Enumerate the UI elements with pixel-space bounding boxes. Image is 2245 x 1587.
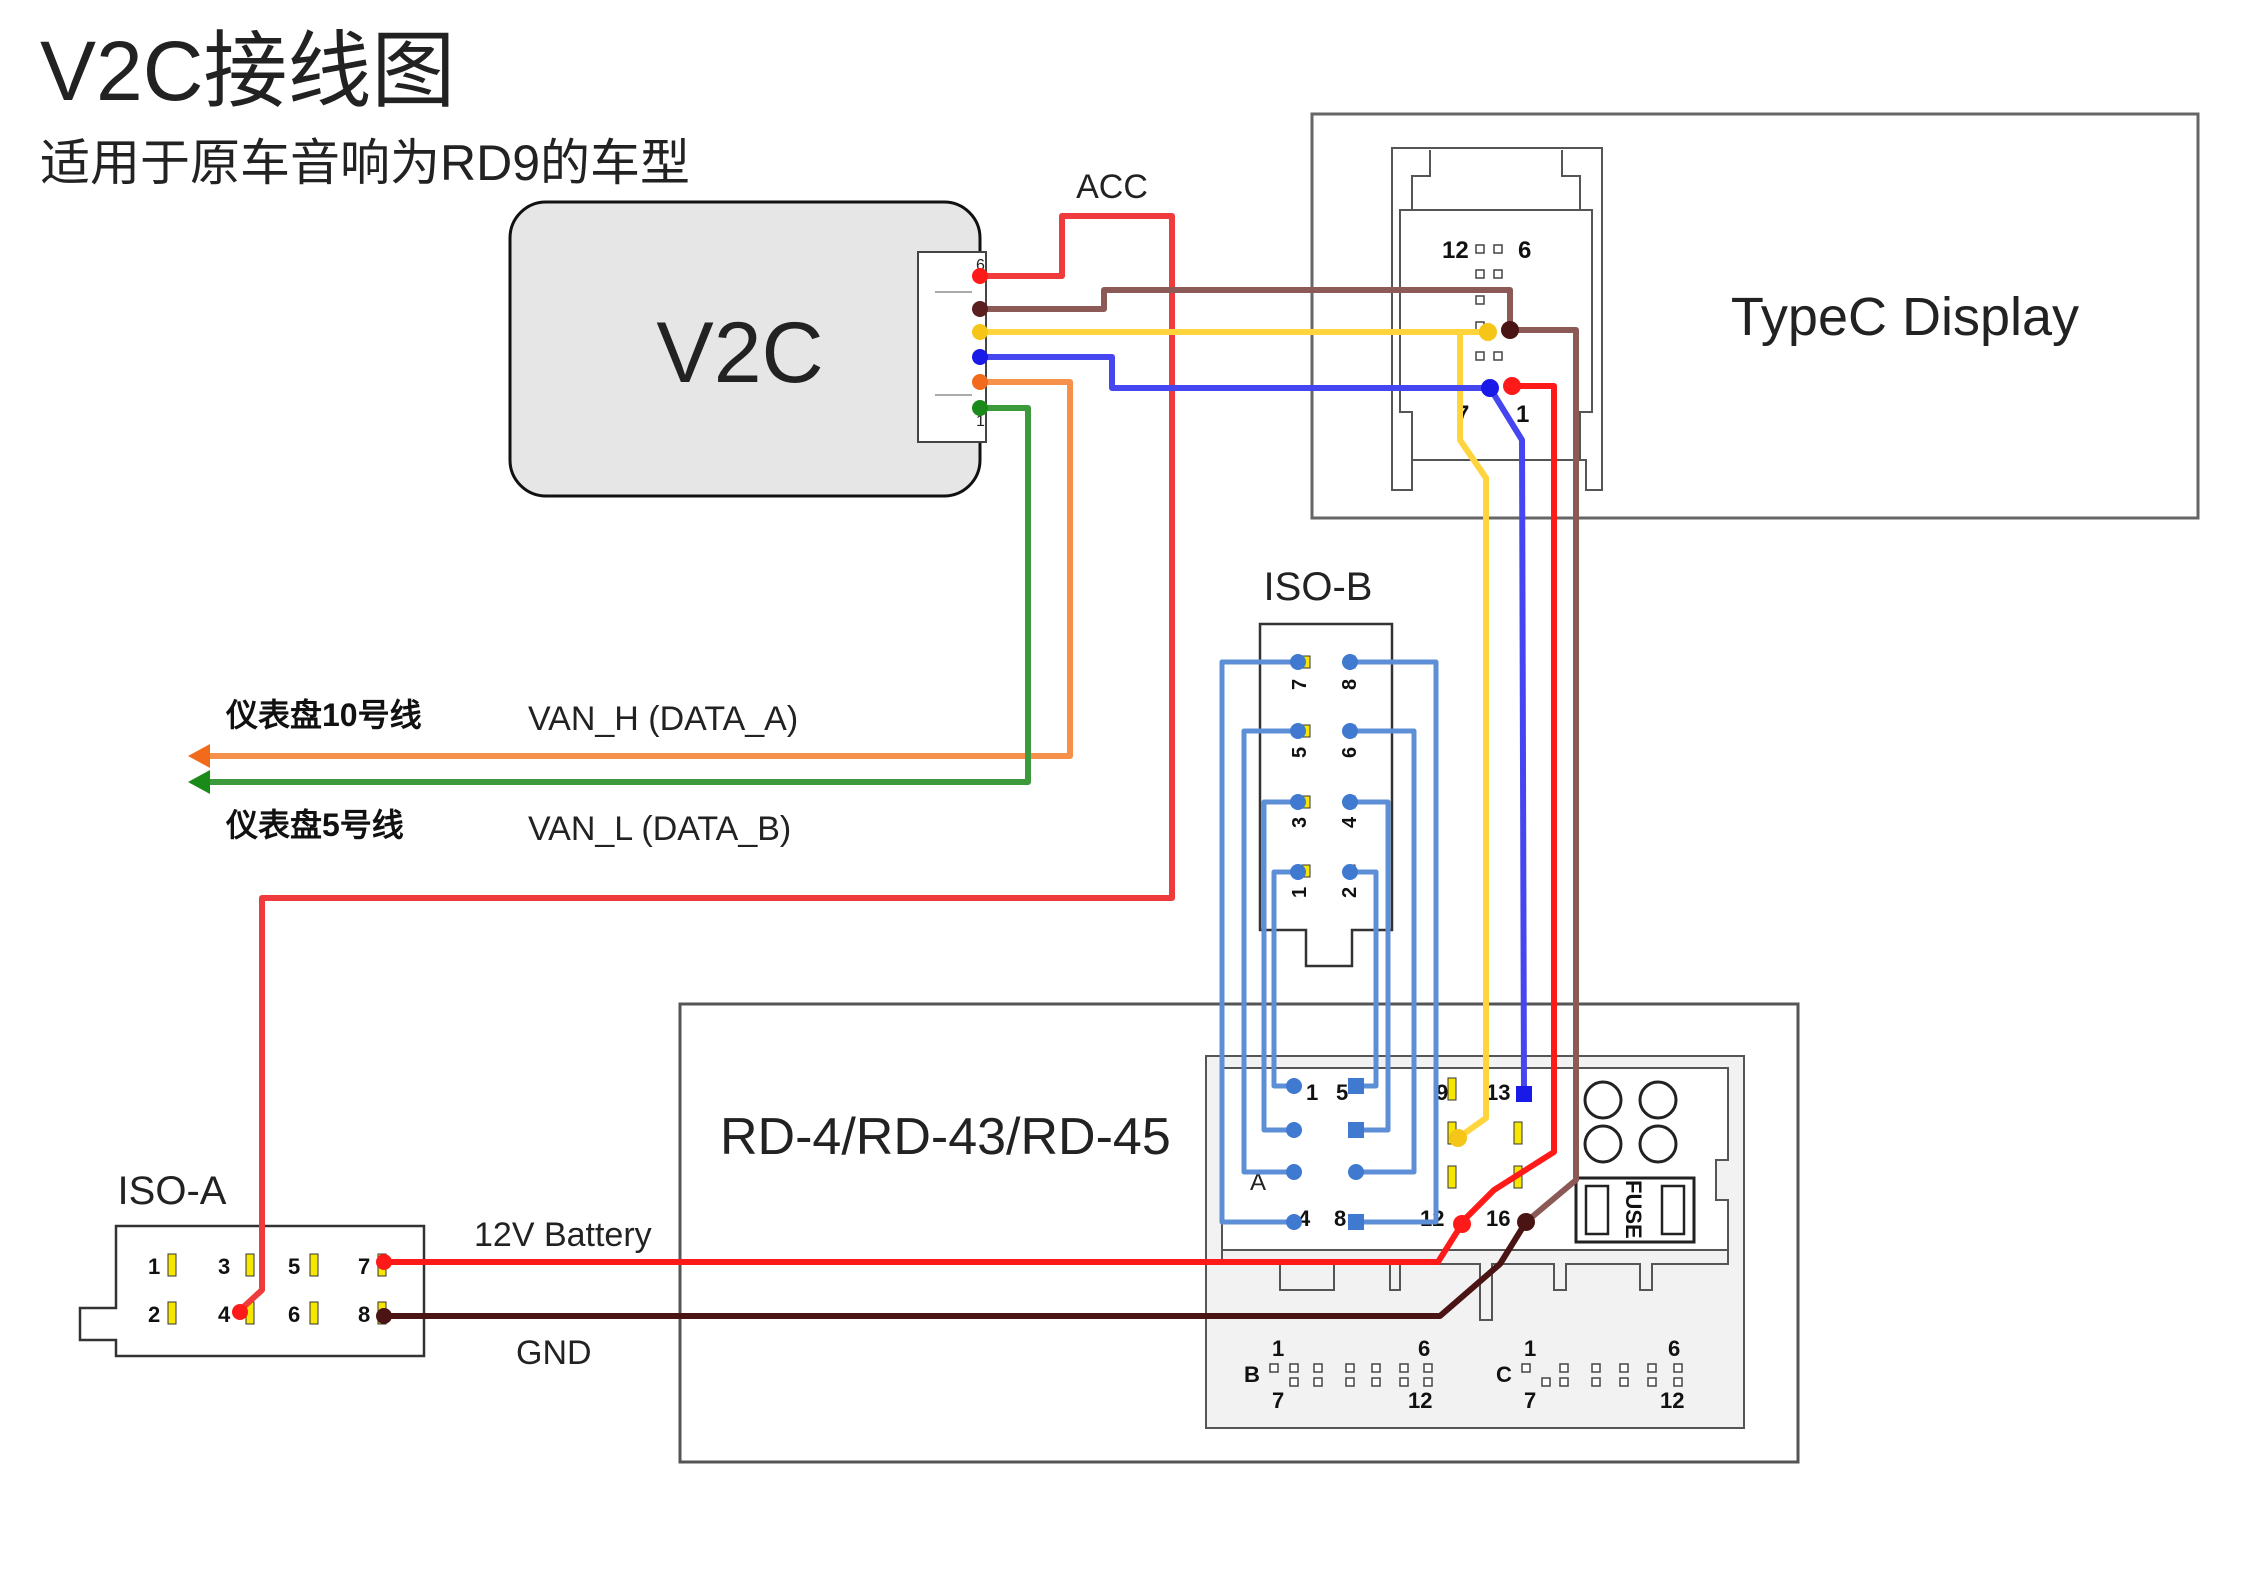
iso-b-connector: ISO-B 7 8 5 6 3 4 1 2 [1258,565,1394,968]
radio-b-label: B [1244,1362,1260,1387]
typec-pin12-label: 12 [1442,237,1469,264]
iso-a-pin5: 5 [288,1254,300,1279]
iso-a-pin7: 7 [358,1254,370,1279]
label-dash-5: 仪表盘5号线 [225,807,404,843]
radio-c-pin6: 6 [1668,1336,1680,1361]
radio-a-pin1: 1 [1306,1080,1318,1105]
iso-b-pin5: 5 [1289,747,1311,758]
iso-b-pin6: 6 [1339,747,1361,758]
wires [197,213,1579,1319]
label-van-l: VAN_L (DATA_B) [528,810,791,848]
radio-b-pin6: 6 [1418,1336,1430,1361]
v2c-label: V2C [656,305,823,401]
wire-gnd [381,1219,1529,1319]
jumper-pin3 [1261,799,1301,1133]
fuse-label: FUSE [1621,1180,1646,1239]
iso-a-pin2: 2 [148,1302,160,1327]
iso-b-pin2: 2 [1339,887,1361,898]
typec-pin6-label: 6 [1518,237,1531,264]
v2c-pin6-label: 6 [976,257,985,274]
iso-a-pin1: 1 [148,1254,160,1279]
iso-b-pin3: 3 [1289,817,1311,828]
typec-display: TypeC Display 12 6 7 1 [1310,112,2200,520]
radio-a-label: A [1250,1169,1266,1196]
radio-a-pin16: 16 [1486,1206,1510,1231]
iso-b-label: ISO-B [1264,565,1373,609]
radio-c-pin1: 1 [1524,1336,1536,1361]
iso-b-pin4: 4 [1339,816,1361,828]
iso-a-pin6: 6 [288,1302,300,1327]
wire-acc [235,213,1175,1315]
typec-pin1-label: 1 [1516,401,1529,428]
jumper-pin6 [1347,728,1417,1175]
van-l-arrow [188,770,210,794]
iso-a-connector: ISO-A 1 3 5 7 2 4 6 8 [78,1169,426,1358]
iso-a-pin3: 3 [218,1254,230,1279]
radio-a-pin9: 9 [1436,1080,1448,1105]
radio-unit: RD-4/RD-43/RD-45 FUSE A 1 5 9 13 4 8 12 … [678,1002,1800,1464]
iso-b-pin7: 7 [1289,679,1311,690]
label-van-h: VAN_H (DATA_A) [528,700,798,738]
wire-van-h [197,379,1073,759]
radio-c-label: C [1496,1362,1512,1387]
jumper-pin2 [1347,869,1379,1089]
radio-label: RD-4/RD-43/RD-45 [720,1108,1171,1166]
radio-a-pin12: 12 [1420,1206,1444,1231]
typec-label: TypeC Display [1731,287,2079,347]
radio-a-pin13: 13 [1486,1080,1510,1105]
radio-a-pin8: 8 [1334,1206,1346,1231]
page-title: V2C接线图 [40,24,455,118]
label-battery: 12V Battery [474,1216,652,1254]
radio-c-pin7: 7 [1524,1388,1536,1413]
jumper-pin5 [1241,728,1301,1175]
typec-connector [1391,147,1603,491]
endpoint-dots [232,268,1535,1324]
van-h-arrow [188,744,210,768]
radio-b-pin7: 7 [1272,1388,1284,1413]
radio-a-pin5: 5 [1336,1080,1348,1105]
page-subtitle: 适用于原车音响为RD9的车型 [40,135,690,191]
radio-b-pin1: 1 [1272,1336,1284,1361]
wire-van-l [197,405,1031,785]
wire-blue [977,354,1527,1097]
radio-b-pin12: 12 [1408,1388,1432,1413]
jumper-pin7 [1219,659,1301,1225]
label-acc: ACC [1076,168,1148,206]
v2c-pin1-label: 1 [976,413,985,430]
iso-a-pin4: 4 [218,1302,231,1327]
wire-battery [381,1221,1465,1265]
jumper-pin4 [1347,799,1391,1133]
jumper-pin8 [1347,659,1439,1225]
v2c-module: V2C 6 1 [508,200,987,498]
label-dash-10: 仪表盘10号线 [225,697,422,733]
label-gnd: GND [516,1334,592,1372]
wire-typec-red [1457,383,1557,1227]
wire-brown [977,287,1579,1225]
iso-b-pin1: 1 [1289,887,1311,898]
iso-a-label: ISO-A [118,1169,227,1213]
iso-a-pin8: 8 [358,1302,370,1327]
jumper-pin1 [1271,869,1301,1089]
iso-b-jumpers [1219,659,1439,1225]
iso-b-pin8: 8 [1339,679,1361,690]
radio-c-pin12: 12 [1660,1388,1684,1413]
